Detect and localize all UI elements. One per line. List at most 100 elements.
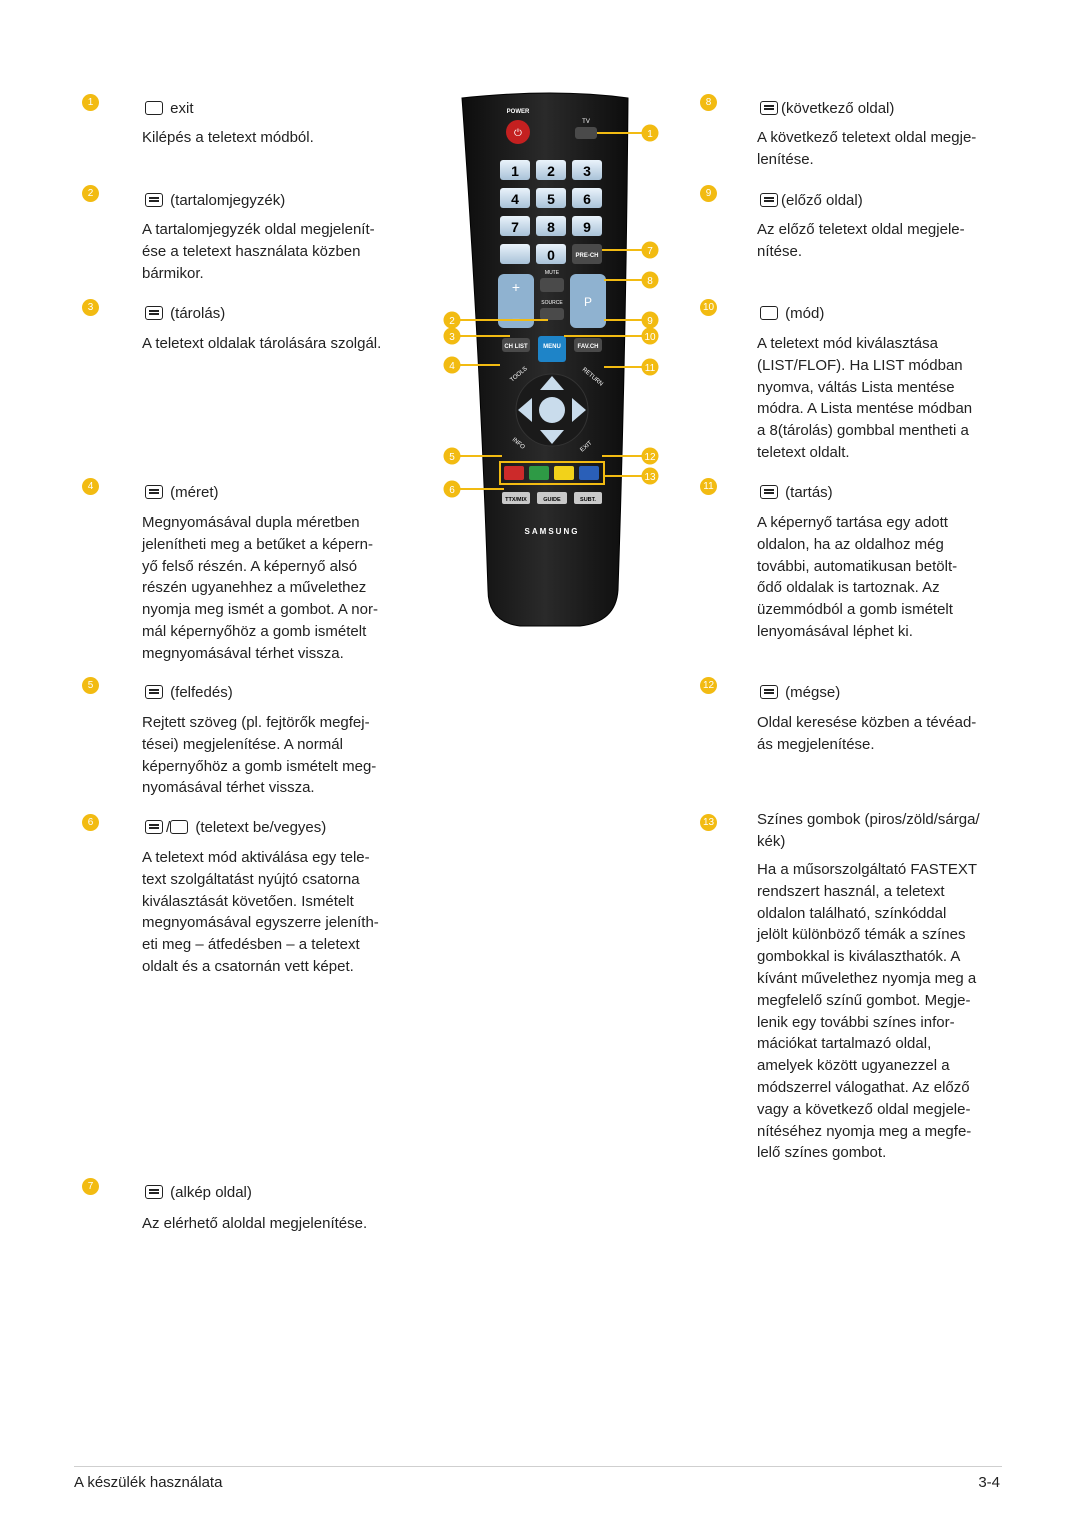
mix-icon xyxy=(170,820,189,834)
svg-text:⏻: ⏻ xyxy=(514,128,522,139)
entry-label: (tárolás) xyxy=(170,305,226,322)
svg-text:PRE-CH: PRE-CH xyxy=(575,253,598,259)
entry-label: Színes gombok (piros/zöld/sárga/ kék) xyxy=(757,811,980,850)
number-badge: 5 xyxy=(82,677,99,694)
entry-label: (teletext be/vegyes) xyxy=(195,819,327,836)
number-badge: 6 xyxy=(82,814,99,831)
exit-icon xyxy=(145,101,163,115)
number-badge: 13 xyxy=(700,814,717,831)
yellow-key xyxy=(554,466,574,480)
brand-logo: SAMSUNG xyxy=(525,527,580,536)
entry-text: Ha a műsorszolgáltató FASTEXT rendszert … xyxy=(757,861,978,1162)
svg-text:11: 11 xyxy=(645,363,656,374)
entry-label: (alkép oldal) xyxy=(170,1184,252,1201)
prev-page-icon xyxy=(760,193,778,207)
entry-text: A következő teletext oldal megje- leníté… xyxy=(757,129,977,168)
svg-text:7: 7 xyxy=(511,219,519,235)
hold-icon xyxy=(760,485,778,499)
mode-icon xyxy=(760,306,778,320)
remote-control-illustration: ⏻ POWER TV 1 2 3 4 5 6 7 8 9 0 PRE-CH + … xyxy=(443,92,659,627)
svg-text:3: 3 xyxy=(583,163,591,179)
entry-label: exit xyxy=(170,100,194,117)
tv-label: TV xyxy=(582,119,590,125)
svg-text:7: 7 xyxy=(647,246,653,257)
subpage-icon xyxy=(145,1185,163,1199)
number-badge: 11 xyxy=(700,478,717,495)
entry-label: (mód) xyxy=(785,305,825,322)
blue-key xyxy=(579,466,599,480)
number-badge: 4 xyxy=(82,478,99,495)
entry-text: A teletext oldalak tárolására szolgál. xyxy=(142,335,382,352)
entry-text: Az előző teletext oldal megjele- nítése. xyxy=(757,221,965,260)
svg-text:4: 4 xyxy=(511,191,519,207)
svg-text:FAV.CH: FAV.CH xyxy=(577,344,598,350)
svg-text:+: + xyxy=(512,279,520,295)
svg-text:8: 8 xyxy=(547,219,555,235)
svg-text:1: 1 xyxy=(511,163,519,179)
index-icon xyxy=(145,193,163,207)
footer-section-title: A készülék használata xyxy=(74,1474,223,1491)
entry-text: Az elérhető aloldal megjelenítése. xyxy=(142,1215,368,1232)
svg-text:P: P xyxy=(584,295,592,309)
svg-text:10: 10 xyxy=(644,332,656,343)
svg-text:4: 4 xyxy=(449,361,455,372)
volume-rocker xyxy=(498,274,534,328)
green-key xyxy=(529,466,549,480)
svg-text:SOURCE: SOURCE xyxy=(541,300,563,306)
svg-text:3: 3 xyxy=(449,332,455,343)
page-number: 3-4 xyxy=(978,1474,1000,1491)
teletext-icon xyxy=(145,820,163,834)
entry-label: (tartalomjegyzék) xyxy=(170,192,286,209)
entry-text: Megnyomásával dupla méretben jelenítheti… xyxy=(142,514,378,662)
svg-text:8: 8 xyxy=(647,276,653,287)
svg-text:13: 13 xyxy=(644,472,656,483)
number-badge: 8 xyxy=(700,94,717,111)
svg-text:6: 6 xyxy=(583,191,591,207)
svg-text:1: 1 xyxy=(647,129,653,140)
number-badge: 2 xyxy=(82,185,99,202)
svg-text:MENU: MENU xyxy=(543,344,561,350)
svg-text:12: 12 xyxy=(644,452,656,463)
svg-text:TTX/MIX: TTX/MIX xyxy=(505,497,527,503)
number-badge: 1 xyxy=(82,94,99,111)
footer-divider xyxy=(74,1466,1002,1467)
entry-label: (következő oldal) xyxy=(781,100,895,117)
number-badge: 3 xyxy=(82,299,99,316)
entry-text: Rejtett szöveg (pl. fejtörők megfej- tés… xyxy=(142,714,377,797)
entry-label: (előző oldal) xyxy=(781,192,863,209)
number-badge: 12 xyxy=(700,677,717,694)
store-icon xyxy=(145,306,163,320)
power-button xyxy=(506,120,530,144)
number-keys: 1 2 3 4 5 6 7 8 9 0 PRE-CH xyxy=(500,160,602,264)
entry-text: A képernyő tartása egy adott oldalon, ha… xyxy=(757,514,958,640)
svg-text:CH LIST: CH LIST xyxy=(504,344,528,350)
enter-button xyxy=(539,397,565,423)
number-badge: 9 xyxy=(700,185,717,202)
remote-control-figure: ⏻ POWER TV 1 2 3 4 5 6 7 8 9 0 PRE-CH + … xyxy=(440,90,670,630)
entry-text: A teletext mód kiválasztása (LIST/FLOF).… xyxy=(757,335,973,461)
red-key xyxy=(504,466,524,480)
entry-text: A teletext mód aktiválása egy tele- text… xyxy=(142,849,379,975)
number-badge: 10 xyxy=(700,299,717,316)
svg-text:2: 2 xyxy=(449,316,455,327)
reveal-icon xyxy=(145,685,163,699)
size-icon xyxy=(145,485,163,499)
svg-text:5: 5 xyxy=(449,452,455,463)
entry-label: (méret) xyxy=(170,484,219,501)
svg-text:5: 5 xyxy=(547,191,555,207)
svg-text:6: 6 xyxy=(449,485,455,496)
svg-text:9: 9 xyxy=(583,219,591,235)
svg-text:9: 9 xyxy=(647,316,653,327)
svg-text:2: 2 xyxy=(547,163,555,179)
entry-text: Oldal keresése közben a tévéad- ás megje… xyxy=(757,714,977,753)
entry-label: (felfedés) xyxy=(170,684,233,701)
entry-text: Kilépés a teletext módból. xyxy=(142,129,314,146)
svg-text:GUIDE: GUIDE xyxy=(543,497,561,503)
number-badge: 7 xyxy=(82,1178,99,1195)
tv-button xyxy=(575,127,597,139)
menu-button xyxy=(538,336,566,362)
entry-label: (tartás) xyxy=(785,484,833,501)
svg-text:0: 0 xyxy=(547,247,555,263)
entry-label: (mégse) xyxy=(785,684,841,701)
entry-text: A tartalomjegyzék oldal megjelenít- ése … xyxy=(142,221,375,282)
